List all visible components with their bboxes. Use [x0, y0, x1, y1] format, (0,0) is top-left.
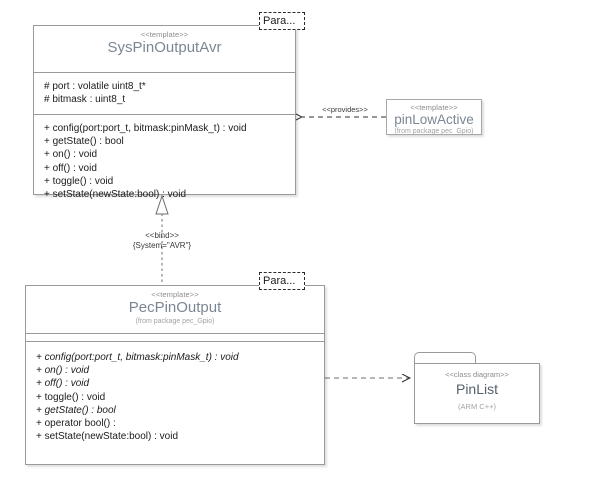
class-pec-pin-output[interactable]: <<template>> PecPinOutput (from package …	[25, 285, 325, 465]
class-stereotype-pec: <<template>>	[151, 290, 199, 299]
template-parameter-box-sys[interactable]: Para...	[259, 12, 305, 30]
operation-row: + off() : void	[36, 378, 90, 390]
template-parameter-box-pec[interactable]: Para...	[259, 272, 305, 290]
class-package-pec: (from package pec_Gpio)	[135, 318, 215, 325]
operation-row: + getState() : bool	[36, 404, 116, 416]
operation-row: + operator bool() :	[36, 418, 116, 430]
class-name-pec: PecPinOutput	[128, 299, 222, 316]
template-box-pin-low-active[interactable]: <<template>> pinLowActive (from package …	[386, 99, 482, 135]
class-attributes-pec	[26, 334, 324, 342]
template-stereotype-pin-low-active: <<template>>	[410, 103, 458, 112]
operation-row: + getState() : bool	[44, 136, 124, 148]
class-sys-pin-output-avr[interactable]: <<template>> SysPinOutputAvr # port : vo…	[33, 25, 296, 200]
operation-row: + config(port:port_t, bitmask:pinMask_t)…	[44, 123, 247, 134]
connector-label-bind-constraint: {System="AVR"}	[132, 241, 192, 250]
package-stereotype: <<class diagram>>	[445, 370, 509, 379]
class-header-sys: <<template>> SysPinOutputAvr	[34, 26, 295, 73]
package-body: <<class diagram>> PinList (ARM C++)	[414, 363, 540, 424]
operation-row: + off() : void	[44, 162, 97, 174]
operation-row: + on() : void	[44, 149, 98, 161]
operation-row: + setState(newState:bool) : void	[36, 431, 179, 443]
connector-label-bind-stereotype: <<bind>>	[145, 231, 179, 240]
package-sub-label: (ARM C++)	[458, 402, 496, 411]
package-name: PinList	[455, 381, 499, 397]
generalization-triangle	[155, 194, 169, 215]
connector-label-provides: <<provides>>	[322, 105, 368, 114]
class-operations-sys: + config(port:port_t, bitmask:pinMask_t)…	[34, 115, 295, 208]
package-pin-list[interactable]: <<class diagram>> PinList (ARM C++)	[414, 352, 540, 424]
package-tab	[414, 352, 476, 364]
operation-row: + on() : void	[36, 365, 90, 377]
attribute-row: # bitmask : uint8_t	[44, 94, 126, 106]
class-attributes-sys: # port : volatile uint8_t* # bitmask : u…	[34, 73, 295, 115]
template-name-pin-low-active: pinLowActive	[394, 112, 474, 127]
class-name-sys: SysPinOutputAvr	[107, 39, 222, 56]
operation-row: + config(port:port_t, bitmask:pinMask_t)…	[36, 352, 239, 363]
operation-row: + toggle() : void	[44, 175, 114, 187]
operation-row: + setState(newState:bool) : void	[44, 189, 187, 201]
class-operations-pec: + config(port:port_t, bitmask:pinMask_t)…	[26, 342, 324, 450]
attribute-row: # port : volatile uint8_t*	[44, 81, 146, 92]
class-header-pec: <<template>> PecPinOutput (from package …	[26, 286, 324, 334]
class-stereotype-sys: <<template>>	[140, 30, 189, 39]
template-package-pin-low-active: (from package pec_Gpio)	[394, 128, 474, 135]
operation-row: + toggle() : void	[36, 391, 106, 403]
